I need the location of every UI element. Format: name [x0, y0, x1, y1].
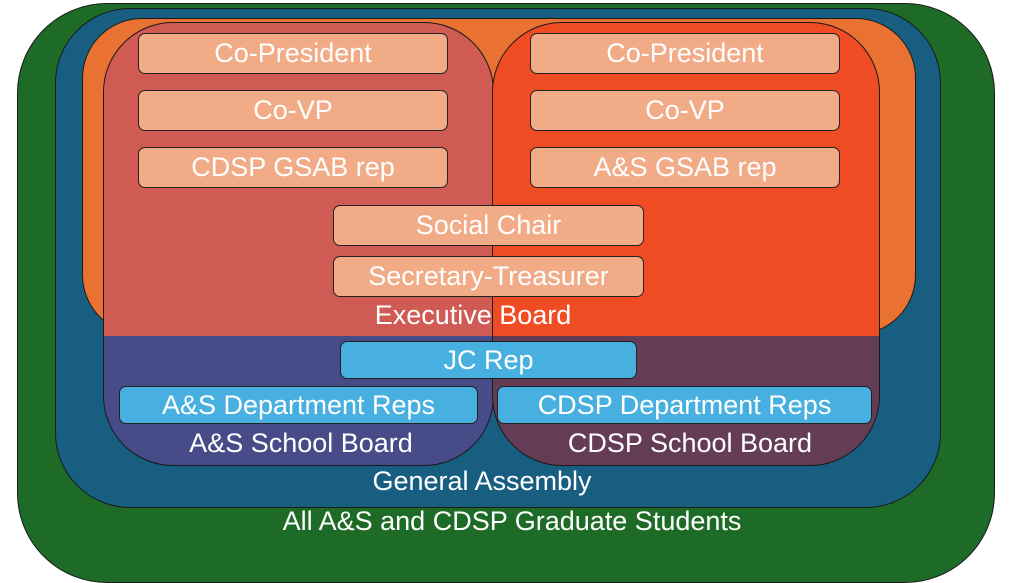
cdsp-school-board-label: CDSP School Board — [567, 428, 813, 458]
left-co-president: Co-President — [138, 33, 448, 74]
secretary-treasurer: Secretary-Treasurer — [333, 256, 644, 297]
right-co-president: Co-President — [530, 33, 840, 74]
jc-rep: JC Rep — [340, 341, 637, 379]
cdsp-department-reps: CDSP Department Reps — [497, 386, 872, 424]
as-gsab-rep: A&S GSAB rep — [530, 147, 840, 188]
social-chair: Social Chair — [333, 205, 644, 246]
left-co-vp: Co-VP — [138, 90, 448, 131]
all-students-label: All A&S and CDSP Graduate Students — [282, 506, 742, 536]
right-co-vp: Co-VP — [530, 90, 840, 131]
general-assembly-label: General Assembly — [372, 466, 592, 496]
cdsp-gsab-rep: CDSP GSAB rep — [138, 147, 448, 188]
as-school-board-label: A&S School Board — [189, 428, 413, 458]
executive-board-label: Executive Board — [374, 300, 572, 330]
as-department-reps: A&S Department Reps — [119, 386, 478, 424]
